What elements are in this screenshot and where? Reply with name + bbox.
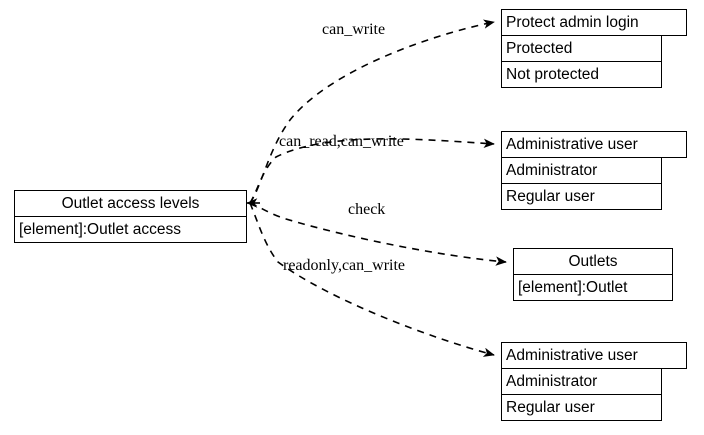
- edge-check-label: check: [348, 201, 386, 218]
- outlet-access-levels-header: Outlet access levels: [14, 190, 247, 217]
- outlets-row: [element]:Outlet: [513, 274, 673, 301]
- outlet-access-levels-row: [element]:Outlet access: [14, 216, 247, 243]
- administrative-user-top-row: Regular user: [501, 183, 662, 210]
- administrative-user-bottom-row: Regular user: [501, 394, 662, 421]
- edge-readonly-can-write-label: readonly,can_write: [283, 257, 406, 274]
- administrative-user-top-row: Administrator: [501, 157, 662, 184]
- protect-admin-login-header: Protect admin login: [501, 9, 687, 36]
- edge-can-read-can-write-label: can_read,can_write: [279, 133, 404, 150]
- edge-can-read-can-write: [249, 138, 495, 204]
- administrative-user-bottom-row: Administrator: [501, 368, 662, 395]
- protect-admin-login-row: Not protected: [501, 61, 662, 88]
- edge-readonly-can-write: [249, 202, 495, 357]
- edge-check: [249, 202, 507, 266]
- administrative-user-bottom-header: Administrative user: [501, 342, 687, 369]
- outlets-header: Outlets: [513, 248, 673, 275]
- edge-can-write: [249, 19, 495, 204]
- protect-admin-login-row: Protected: [501, 35, 662, 62]
- edge-can-write-label: can_write: [322, 21, 386, 38]
- administrative-user-top-header: Administrative user: [501, 131, 687, 158]
